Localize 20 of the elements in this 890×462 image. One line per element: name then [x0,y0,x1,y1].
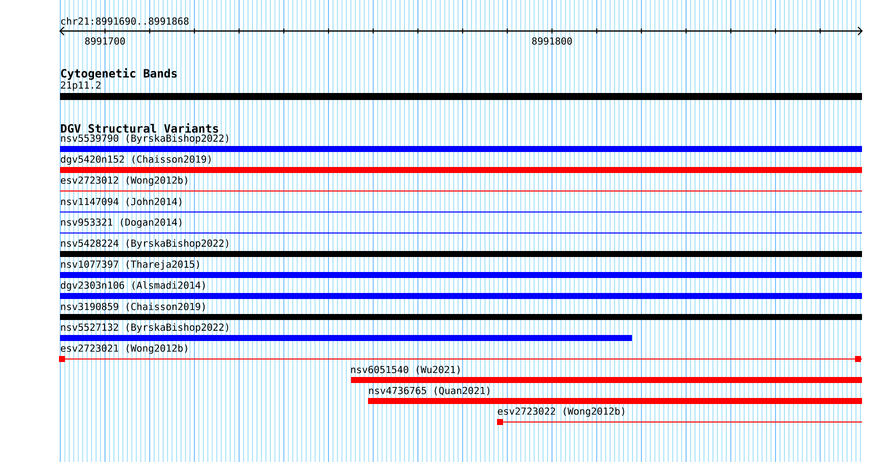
tick-label: 8991700 [85,37,125,45]
track-title: Cytogenetic Bands [61,68,177,80]
position-label: chr21:8991690..8991868 [61,17,189,25]
feature-label: nsv5428224 (ByrskaBishop2022) [61,239,228,249]
feature-label: esv2723022 (Wong2012b) [498,407,624,417]
feature-label: nsv5539790 (ByrskaBishop2022) [61,134,228,144]
feature-label: nsv1147094 (John2014) [61,198,182,206]
feature-label: esv2723012 (Wong2012b) [60,176,188,186]
track-title: DGV Structural Variants [61,123,218,133]
feature-label: nsv3190859 (Chaisson2019) [61,302,205,312]
feature-label: nsv5527132 (ByrskaBishop2022) [61,323,228,333]
feature-label: nsv953321 (Dogan2014) [61,218,182,228]
feature-label: nsv4736765 (Quan2021) [369,386,490,396]
band-label: 21p11.2 [61,81,100,91]
tick-label: 8991800 [532,37,572,45]
feature-label: nsv1077397 (Thareja2015) [61,260,199,270]
feature-label: dgv5420n152 (Chaisson2019) [60,155,211,165]
feature-label: dgv2303n106 (Alsmadi2014) [60,281,205,291]
feature-label: nsv6051540 (Wu2021) [351,366,460,374]
feature-label: esv2723021 (Wong2012b) [60,344,188,354]
